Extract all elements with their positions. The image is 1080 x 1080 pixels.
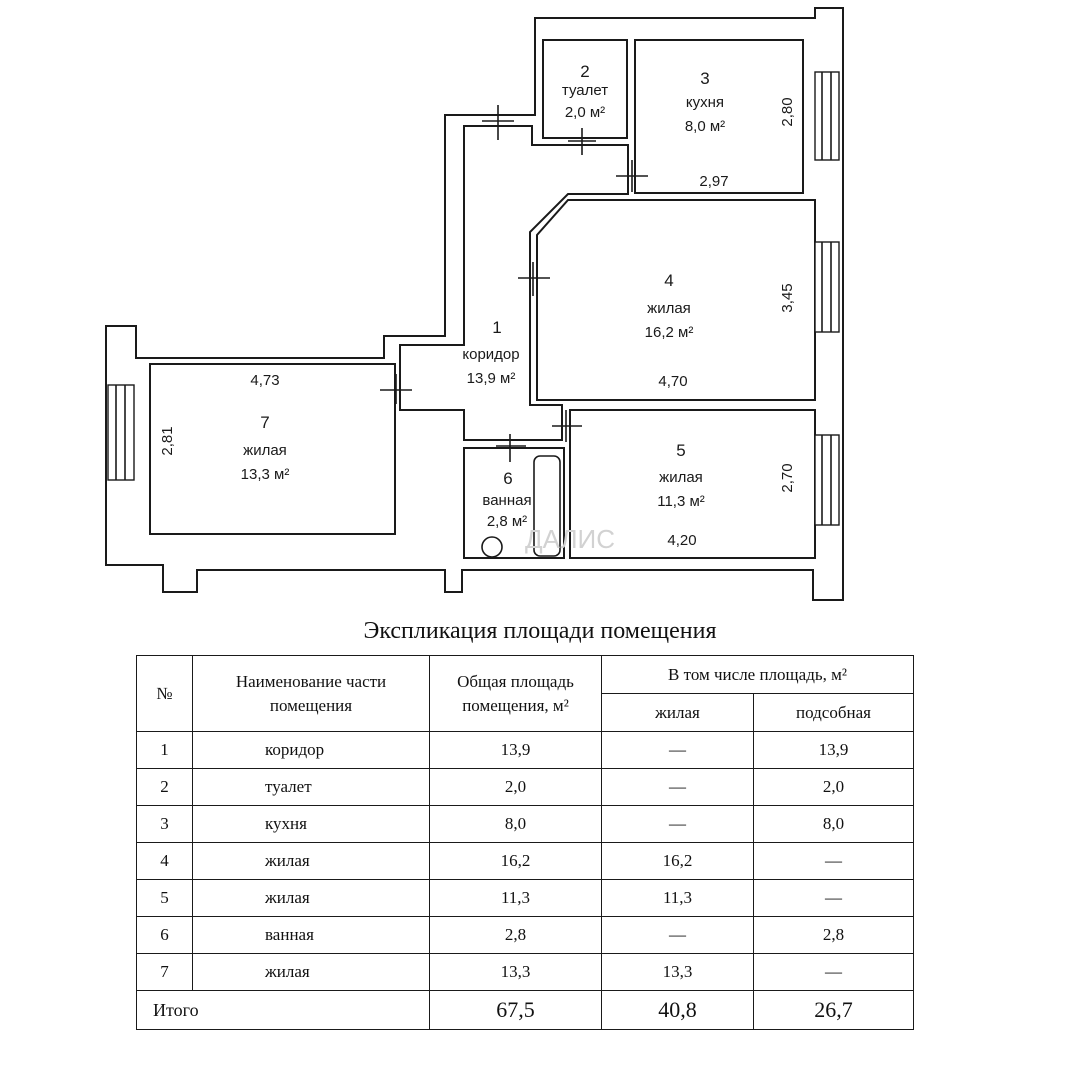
explication-table: № Наименование части помещения Общая пло…	[136, 655, 914, 1030]
room-5-number: 5	[676, 441, 685, 460]
table-row: 6 ванная 2,8 — 2,8	[136, 916, 914, 954]
room-6-number: 6	[503, 469, 512, 488]
room-6-name: ванная	[482, 492, 531, 509]
dim-room4-width: 4,70	[658, 373, 687, 390]
dim-kitchen-width: 2,97	[699, 173, 728, 190]
table-row: 1 коридор 13,9 — 13,9	[136, 731, 914, 769]
header-living: жилая	[601, 693, 754, 732]
room-6-area: 2,8 м²	[487, 513, 527, 530]
table-row: 5 жилая 11,3 11,3 —	[136, 879, 914, 917]
room-2-area: 2,0 м²	[565, 104, 605, 121]
dim-room4-height: 3,45	[779, 283, 796, 312]
door-marks	[380, 105, 648, 462]
header-including: В том числе площадь, м²	[601, 655, 914, 694]
row-aux: —	[753, 953, 914, 991]
header-name: Наименование части помещения	[192, 655, 430, 732]
room-6-bathroom	[463, 447, 565, 559]
dim-room5-width: 4,20	[667, 532, 696, 549]
header-num: №	[136, 655, 193, 732]
row-num: 5	[136, 879, 193, 917]
row-total: 8,0	[429, 805, 602, 843]
row-aux: 2,0	[753, 768, 914, 806]
room-7-number: 7	[260, 413, 269, 432]
row-living: 13,3	[601, 953, 754, 991]
room-4-name: жилая	[647, 300, 691, 317]
row-name: кухня	[192, 805, 430, 843]
room-5-living	[569, 409, 816, 559]
room-7-name: жилая	[243, 442, 287, 459]
row-total: 2,0	[429, 768, 602, 806]
room-3-number: 3	[700, 69, 709, 88]
row-living: —	[601, 805, 754, 843]
row-num: 3	[136, 805, 193, 843]
row-total: 16,2	[429, 842, 602, 880]
row-living: —	[601, 731, 754, 769]
table-row: 7 жилая 13,3 13,3 —	[136, 953, 914, 991]
toilet-bowl	[481, 536, 503, 558]
row-name: коридор	[192, 731, 430, 769]
room-7-area: 13,3 м²	[241, 466, 290, 483]
row-num: 4	[136, 842, 193, 880]
room-1-number: 1	[492, 318, 501, 337]
row-living: —	[601, 768, 754, 806]
room-5-name: жилая	[659, 469, 703, 486]
dim-kitchen-height: 2,80	[779, 97, 796, 126]
row-living: 16,2	[601, 842, 754, 880]
room-2-toilet	[542, 39, 628, 139]
table-row: 4 жилая 16,2 16,2 —	[136, 842, 914, 880]
row-num: 7	[136, 953, 193, 991]
row-name: жилая	[192, 953, 430, 991]
watermark: ДАЛИС	[525, 524, 615, 554]
totals-label: Итого	[136, 990, 430, 1030]
row-name: ванная	[192, 916, 430, 954]
totals-living: 40,8	[601, 990, 754, 1030]
room-4-living	[536, 199, 816, 401]
room-3-area: 8,0 м²	[685, 118, 725, 135]
header-total: Общая площадь помещения, м²	[429, 655, 602, 732]
room-3-name: кухня	[686, 94, 724, 111]
dim-room7-width: 4,73	[250, 372, 279, 389]
row-aux: 2,8	[753, 916, 914, 954]
room-2-name: туалет	[562, 82, 608, 99]
room-1-area: 13,9 м²	[467, 370, 516, 387]
table-title: Экспликация площади помещения	[363, 618, 717, 644]
row-total: 2,8	[429, 916, 602, 954]
room-2-number: 2	[580, 62, 589, 81]
room-4-number: 4	[664, 271, 673, 290]
row-name: туалет	[192, 768, 430, 806]
row-num: 2	[136, 768, 193, 806]
row-total: 13,3	[429, 953, 602, 991]
row-name: жилая	[192, 842, 430, 880]
header-auxiliary: подсобная	[753, 693, 914, 732]
room-1-corridor	[399, 125, 629, 441]
room-3-kitchen	[634, 39, 804, 194]
row-aux: 13,9	[753, 731, 914, 769]
bathtub	[533, 455, 561, 557]
totals-aux: 26,7	[753, 990, 914, 1030]
row-num: 6	[136, 916, 193, 954]
row-name: жилая	[192, 879, 430, 917]
row-total: 11,3	[429, 879, 602, 917]
row-aux: —	[753, 879, 914, 917]
table-row: 2 туалет 2,0 — 2,0	[136, 768, 914, 806]
windows	[107, 71, 840, 526]
dim-room5-height: 2,70	[779, 463, 796, 492]
row-aux: 8,0	[753, 805, 914, 843]
floor-plan: 1 коридор 13,9 м² 2 туалет 2,0 м² 3 кухн…	[105, 7, 844, 601]
room-5-area: 11,3 м²	[657, 493, 705, 510]
totals-row: Итого 67,5 40,8 26,7	[136, 990, 914, 1030]
table-row: 3 кухня 8,0 — 8,0	[136, 805, 914, 843]
row-living: —	[601, 916, 754, 954]
room-4-area: 16,2 м²	[645, 324, 694, 341]
row-num: 1	[136, 731, 193, 769]
row-aux: —	[753, 842, 914, 880]
room-1-name: коридор	[462, 346, 519, 363]
row-living: 11,3	[601, 879, 754, 917]
room-7-living	[149, 363, 396, 535]
dim-room7-height: 2,81	[159, 426, 176, 455]
totals-total: 67,5	[429, 990, 602, 1030]
row-total: 13,9	[429, 731, 602, 769]
